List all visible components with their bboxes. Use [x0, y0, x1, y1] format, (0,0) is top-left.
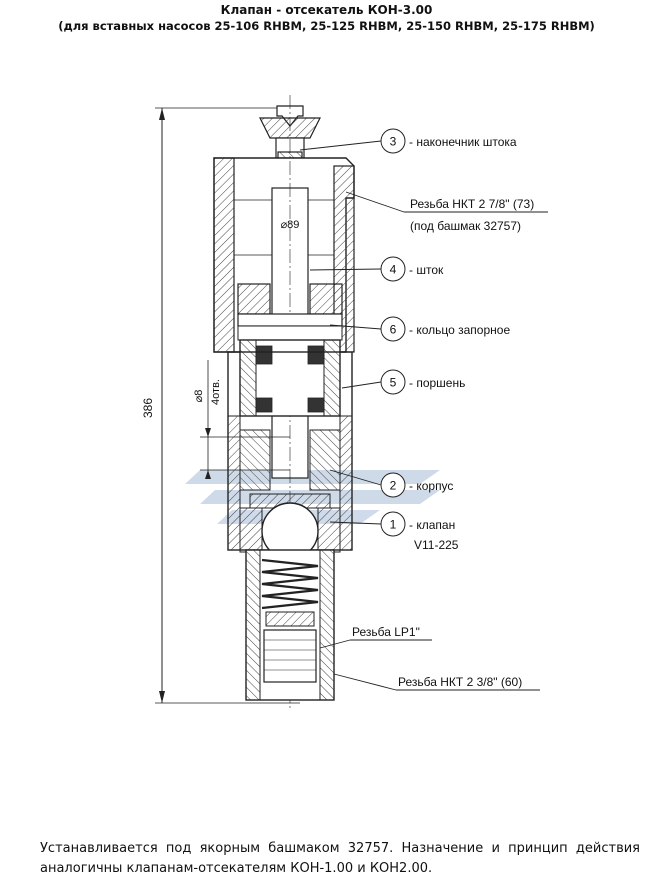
callout-4-label: - шток — [409, 263, 444, 277]
callout-3-label: - наконечник штока — [409, 135, 517, 149]
callout-4: 4 - шток — [380, 256, 444, 282]
bottom-thread-label: Резьба НКТ 2 3/8" (60) — [398, 675, 522, 689]
lp-thread-label: Резьба LP1" — [352, 625, 420, 639]
callout-5-label: - поршень — [409, 376, 465, 390]
callout-3-number: 3 — [390, 135, 397, 149]
callout-1: 1 - клапан V11-225 — [380, 511, 459, 552]
lower-housing — [245, 549, 335, 701]
callout-2-number: 2 — [390, 479, 397, 493]
valve-body — [227, 351, 353, 551]
description-text: Устанавливается под якорным башмаком 327… — [40, 841, 640, 876]
callout-3: 3 - наконечник штока — [380, 128, 517, 154]
hole-diameter-label: ⌀8 — [193, 390, 205, 403]
callout-1-label: - клапан — [409, 518, 455, 532]
callout-1-label-2: V11-225 — [414, 538, 459, 552]
callout-5: 5 - поршень — [380, 369, 465, 395]
callout-2-label: - корпус — [409, 479, 453, 493]
callout-leaders — [299, 140, 548, 691]
callout-6-label: - кольцо запорное — [409, 323, 510, 337]
diagram-subtitle: (для вставных насосов 25-106 RHBM, 25-12… — [58, 19, 595, 33]
callout-4-number: 4 — [390, 263, 397, 277]
callout-6-number: 6 — [390, 323, 397, 337]
callout-1-number: 1 — [390, 518, 397, 532]
hole-dimension — [200, 360, 290, 479]
overall-height-dimension — [155, 107, 300, 704]
hole-count-label: 4отв. — [210, 379, 222, 405]
diagram-title: Клапан - отсекатель КОН-3.00 — [220, 3, 433, 17]
overall-height-label: 386 — [141, 398, 155, 418]
bore-diameter-label: ⌀89 — [281, 219, 300, 231]
callout-6: 6 - кольцо запорное — [380, 316, 510, 342]
top-thread-note: (под башмак 32757) — [410, 219, 521, 233]
callout-5-number: 5 — [390, 376, 397, 390]
locking-ring — [237, 283, 343, 341]
callout-2: 2 - корпус — [380, 472, 453, 498]
top-thread-label: Резьба НКТ 2 7/8" (73) — [410, 197, 534, 211]
